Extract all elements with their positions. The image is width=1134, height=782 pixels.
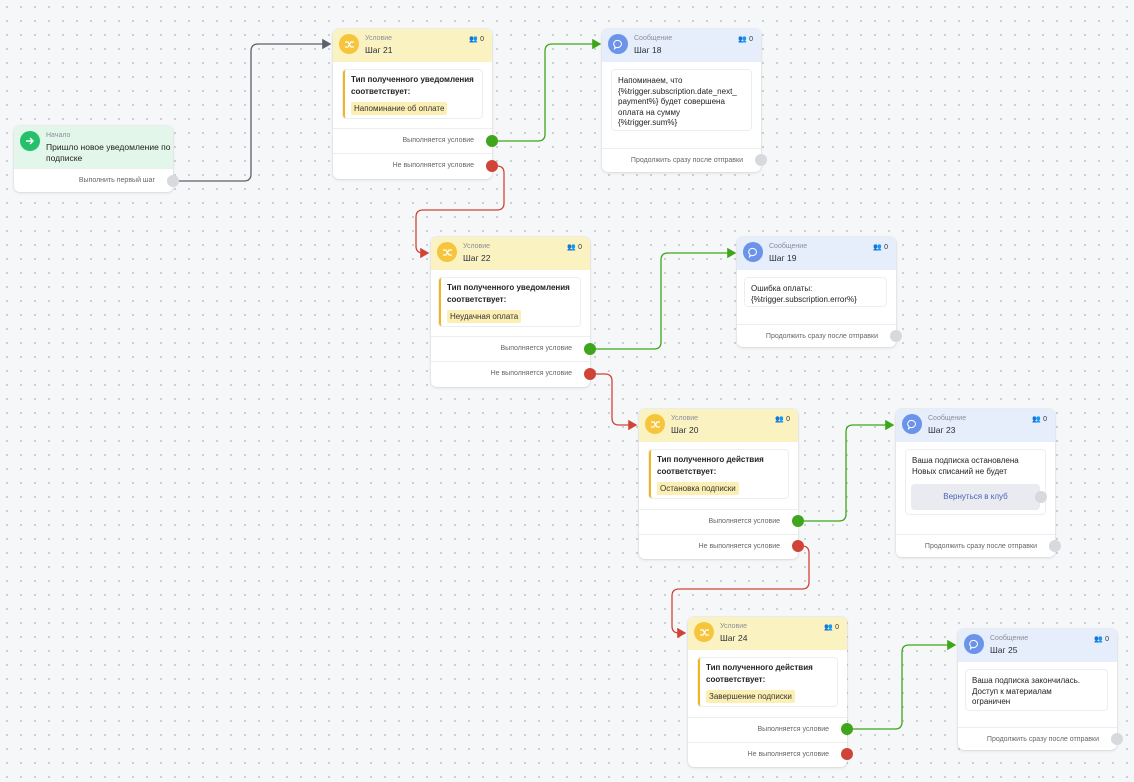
- users-count: 👥0: [469, 35, 484, 44]
- chat-bubble-icon: [902, 414, 922, 434]
- yes-port[interactable]: [584, 343, 596, 355]
- start-title: Пришло новое уведомление по подписке: [46, 142, 171, 163]
- no-label: Не выполняется условие: [688, 742, 847, 766]
- message-node-step18[interactable]: Сообщение Шаг 18 👥0 Напоминаем, что {%tr…: [602, 29, 767, 172]
- step-title: Шаг 21: [365, 45, 393, 55]
- node-kind: Условие: [720, 623, 748, 630]
- node-kind: Сообщение: [990, 635, 1029, 642]
- step-title: Шаг 19: [769, 253, 797, 263]
- message-text: Ваша подписка остановлена Новых списаний…: [912, 456, 1019, 476]
- users-icon: 👥: [567, 244, 577, 251]
- continue-label: Продолжить сразу после отправки: [737, 324, 896, 348]
- no-label: Не выполняется условие: [431, 361, 590, 385]
- users-count: 👥0: [1032, 415, 1047, 424]
- message-text: Ошибка оплаты: {%trigger.subscription.er…: [745, 278, 886, 306]
- step-title: Шаг 23: [928, 425, 956, 435]
- button-port[interactable]: [1035, 491, 1047, 503]
- continue-label: Продолжить сразу после отправки: [896, 534, 1055, 558]
- continue-port[interactable]: [1111, 733, 1123, 745]
- first-step-port-label: Выполнить первый шаг: [14, 168, 173, 192]
- message-node-step23[interactable]: Сообщение Шаг 23 👥0 Ваша подписка остано…: [896, 409, 1061, 558]
- message-node-step25[interactable]: Сообщение Шаг 25 👥0 Ваша подписка законч…: [958, 629, 1123, 751]
- yes-port[interactable]: [486, 135, 498, 147]
- users-count: 👥0: [567, 243, 582, 252]
- node-kind: Сообщение: [634, 35, 673, 42]
- users-icon: 👥: [1094, 636, 1104, 643]
- no-port[interactable]: [486, 160, 498, 172]
- continue-port[interactable]: [890, 330, 902, 342]
- condition-tag: Неудачная оплата: [447, 310, 522, 323]
- no-port[interactable]: [584, 368, 596, 380]
- arrow-right-icon: [20, 131, 40, 151]
- node-kind: Сообщение: [769, 243, 808, 250]
- users-count: 👥0: [873, 243, 888, 252]
- edge-step21-yes: [498, 38, 602, 142]
- continue-port[interactable]: [755, 154, 767, 166]
- yes-label: Выполняется условие: [688, 717, 847, 741]
- node-kind: Сообщение: [928, 415, 967, 422]
- shuffle-icon: [694, 622, 714, 642]
- first-step-port[interactable]: [167, 175, 179, 187]
- edge-step22-yes: [596, 247, 737, 350]
- condition-text: Тип полученного действия соответствует:: [657, 455, 764, 476]
- no-port[interactable]: [792, 540, 804, 552]
- continue-label: Продолжить сразу после отправки: [958, 727, 1117, 751]
- shuffle-icon: [645, 414, 665, 434]
- condition-text: Тип полученного уведомления соответствуе…: [351, 75, 474, 96]
- users-count: 👥0: [1094, 635, 1109, 644]
- node-kind: Условие: [463, 243, 491, 250]
- users-count: 👥0: [775, 415, 790, 424]
- no-label: Не выполняется условие: [639, 534, 798, 558]
- shuffle-icon: [339, 34, 359, 54]
- condition-node-step24[interactable]: Условие Шаг 24 👥0 Тип полученного действ…: [688, 617, 853, 767]
- message-node-step19[interactable]: Сообщение Шаг 19 👥0 Ошибка оплаты: {%tri…: [737, 237, 902, 348]
- condition-tag: Остановка подписки: [657, 482, 739, 495]
- yes-port[interactable]: [841, 723, 853, 735]
- back-to-club-button[interactable]: Вернуться в клуб: [911, 484, 1040, 510]
- users-icon: 👥: [469, 36, 479, 43]
- users-icon: 👥: [1032, 416, 1042, 423]
- yes-label: Выполняется условие: [639, 509, 798, 533]
- condition-tag: Завершение подписки: [706, 690, 795, 703]
- users-icon: 👥: [738, 36, 748, 43]
- message-text: Ваша подписка закончилась. Доступ к мате…: [966, 670, 1107, 710]
- chat-bubble-icon: [608, 34, 628, 54]
- step-title: Шаг 22: [463, 253, 491, 263]
- start-node[interactable]: Начало Пришло новое уведомление по подпи…: [14, 126, 179, 192]
- step-title: Шаг 24: [720, 633, 748, 643]
- continue-label: Продолжить сразу после отправки: [602, 148, 761, 172]
- message-text: Напоминаем, что {%trigger.subscription.d…: [612, 70, 751, 130]
- condition-node-step22[interactable]: Условие Шаг 22 👥0 Тип полученного уведом…: [431, 237, 596, 387]
- yes-label: Выполняется условие: [333, 128, 492, 152]
- yes-port[interactable]: [792, 515, 804, 527]
- users-count: 👥0: [738, 35, 753, 44]
- users-icon: 👥: [824, 624, 834, 631]
- step-title: Шаг 18: [634, 45, 662, 55]
- chat-bubble-icon: [743, 242, 763, 262]
- condition-node-step20[interactable]: Условие Шаг 20 👥0 Тип полученного действ…: [639, 409, 804, 559]
- condition-tag: Напоминание об оплате: [351, 102, 448, 115]
- node-kind: Условие: [671, 415, 699, 422]
- shuffle-icon: [437, 242, 457, 262]
- node-kind: Начало: [46, 132, 71, 139]
- condition-text: Тип полученного уведомления соответствуе…: [447, 283, 570, 304]
- edge-start-to-step21: [179, 38, 332, 182]
- users-icon: 👥: [873, 244, 883, 251]
- chat-bubble-icon: [964, 634, 984, 654]
- no-label: Не выполняется условие: [333, 153, 492, 177]
- users-count: 👥0: [824, 623, 839, 632]
- users-icon: 👥: [775, 416, 785, 423]
- condition-node-step21[interactable]: Условие Шаг 21 👥0 Тип полученного уведом…: [333, 29, 498, 179]
- edge-step22-no: [596, 373, 638, 431]
- condition-text: Тип полученного действия соответствует:: [706, 663, 813, 684]
- edge-step20-yes: [804, 419, 895, 522]
- yes-label: Выполняется условие: [431, 336, 590, 360]
- step-title: Шаг 20: [671, 425, 699, 435]
- node-kind: Условие: [365, 35, 393, 42]
- no-port[interactable]: [841, 748, 853, 760]
- continue-port[interactable]: [1049, 540, 1061, 552]
- step-title: Шаг 25: [990, 645, 1018, 655]
- edge-step24-yes: [853, 639, 957, 730]
